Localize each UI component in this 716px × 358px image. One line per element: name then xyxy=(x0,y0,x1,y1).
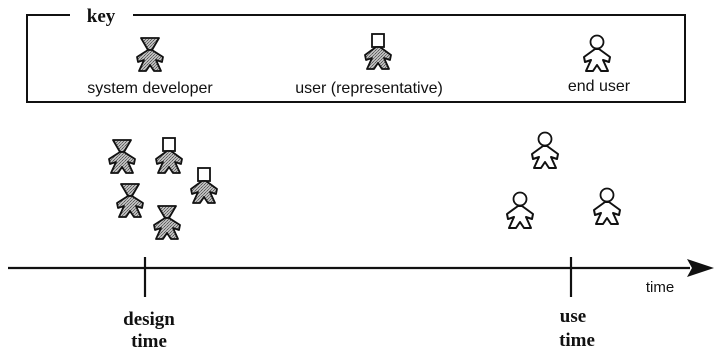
timeline: time design time use time xyxy=(8,257,714,352)
developer-figure-icon xyxy=(136,37,164,72)
user-representative-figure-icon xyxy=(190,167,218,204)
key-title: key xyxy=(87,6,116,27)
user-representative-figure-icon xyxy=(364,33,392,70)
use-time-label-line1: use xyxy=(560,306,586,327)
design-time-label-line1: design xyxy=(123,309,175,330)
developer-figure-icon xyxy=(108,139,136,174)
use-time-group xyxy=(506,131,621,229)
user-representative-figure-icon xyxy=(155,137,183,174)
key-label-end-user: end user xyxy=(568,78,631,95)
end-user-figure-icon xyxy=(506,191,534,229)
end-user-figure-icon xyxy=(583,34,611,72)
axis-arrowhead-icon xyxy=(687,259,714,277)
key-label-system-developer: system developer xyxy=(87,80,213,97)
use-time-label-line2: time xyxy=(559,330,595,351)
design-time-group xyxy=(108,137,218,240)
design-time-label-line2: time xyxy=(131,331,167,352)
developer-figure-icon xyxy=(116,183,144,218)
axis-label-time: time xyxy=(646,279,674,296)
key-box: key system developer user (representativ… xyxy=(26,6,686,103)
developer-figure-icon xyxy=(153,205,181,240)
key-label-user-representative: user (representative) xyxy=(295,80,443,97)
end-user-figure-icon xyxy=(593,187,621,225)
end-user-figure-icon xyxy=(531,131,559,169)
